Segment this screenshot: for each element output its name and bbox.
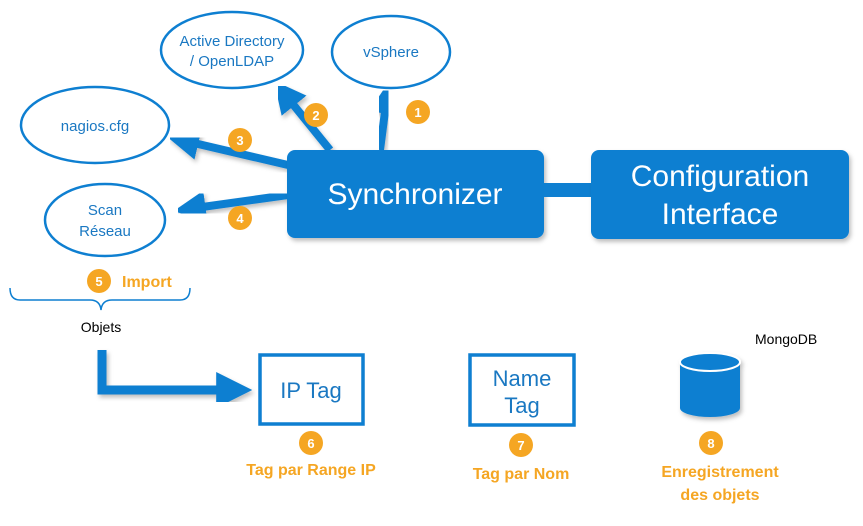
import-label: Import — [122, 274, 172, 291]
arrow-to-scan — [173, 190, 289, 223]
active-directory-label-1: Active Directory — [179, 33, 285, 50]
synchronizer-label: Synchronizer — [327, 178, 502, 211]
step-badge-6: 6 — [299, 431, 323, 455]
synchronizer-box — [287, 150, 544, 238]
svg-text:4: 4 — [236, 211, 244, 226]
svg-text:2: 2 — [312, 108, 319, 123]
tag-nom-label: Tag par Nom — [473, 466, 570, 483]
tag-range-ip-label: Tag par Range IP — [246, 462, 376, 479]
mongodb-database-icon — [679, 352, 741, 417]
step-badge-8: 8 — [699, 431, 723, 455]
scan-node — [43, 182, 167, 258]
step-badge-2: 2 — [304, 103, 328, 127]
vsphere-label: vSphere — [363, 44, 419, 61]
enregistrement-label-1: Enregistrement — [661, 464, 779, 481]
name-tag-label-1: Name — [493, 366, 552, 391]
objets-label: Objets — [81, 319, 121, 335]
arrow-to-vsphere — [368, 81, 401, 151]
arrow-to-nagios — [166, 128, 289, 169]
step-badge-4: 4 — [228, 206, 252, 230]
svg-text:1: 1 — [414, 105, 421, 120]
name-tag-label-2: Tag — [504, 393, 539, 418]
svg-text:8: 8 — [707, 436, 714, 451]
svg-text:3: 3 — [236, 133, 243, 148]
arrow-objets-to-iptag — [97, 350, 253, 408]
ip-tag-label: IP Tag — [280, 378, 342, 403]
step-badge-1: 1 — [406, 100, 430, 124]
svg-text:5: 5 — [95, 274, 102, 289]
nagios-node — [19, 85, 171, 165]
scan-label-2: Réseau — [79, 223, 131, 240]
nagios-label: nagios.cfg — [61, 118, 129, 135]
name-tag-box — [468, 353, 576, 427]
active-directory-label-2: / OpenLDAP — [190, 53, 274, 70]
ip-tag-box — [258, 353, 365, 426]
config-interface-label-2: Interface — [662, 198, 779, 231]
scan-label-1: Scan — [88, 202, 122, 219]
step-badge-5: 5 — [87, 269, 111, 293]
mongodb-label: MongoDB — [755, 331, 817, 347]
svg-text:6: 6 — [307, 436, 314, 451]
config-interface-label-1: Configuration — [631, 160, 809, 193]
objets-brace — [9, 287, 191, 311]
enregistrement-label-2: des objets — [680, 487, 759, 504]
step-badge-7: 7 — [509, 433, 533, 457]
active-directory-node — [159, 10, 305, 90]
config-interface-box — [591, 150, 849, 239]
sync-config-connector — [544, 183, 592, 197]
step-badge-3: 3 — [228, 128, 252, 152]
svg-text:7: 7 — [517, 438, 524, 453]
